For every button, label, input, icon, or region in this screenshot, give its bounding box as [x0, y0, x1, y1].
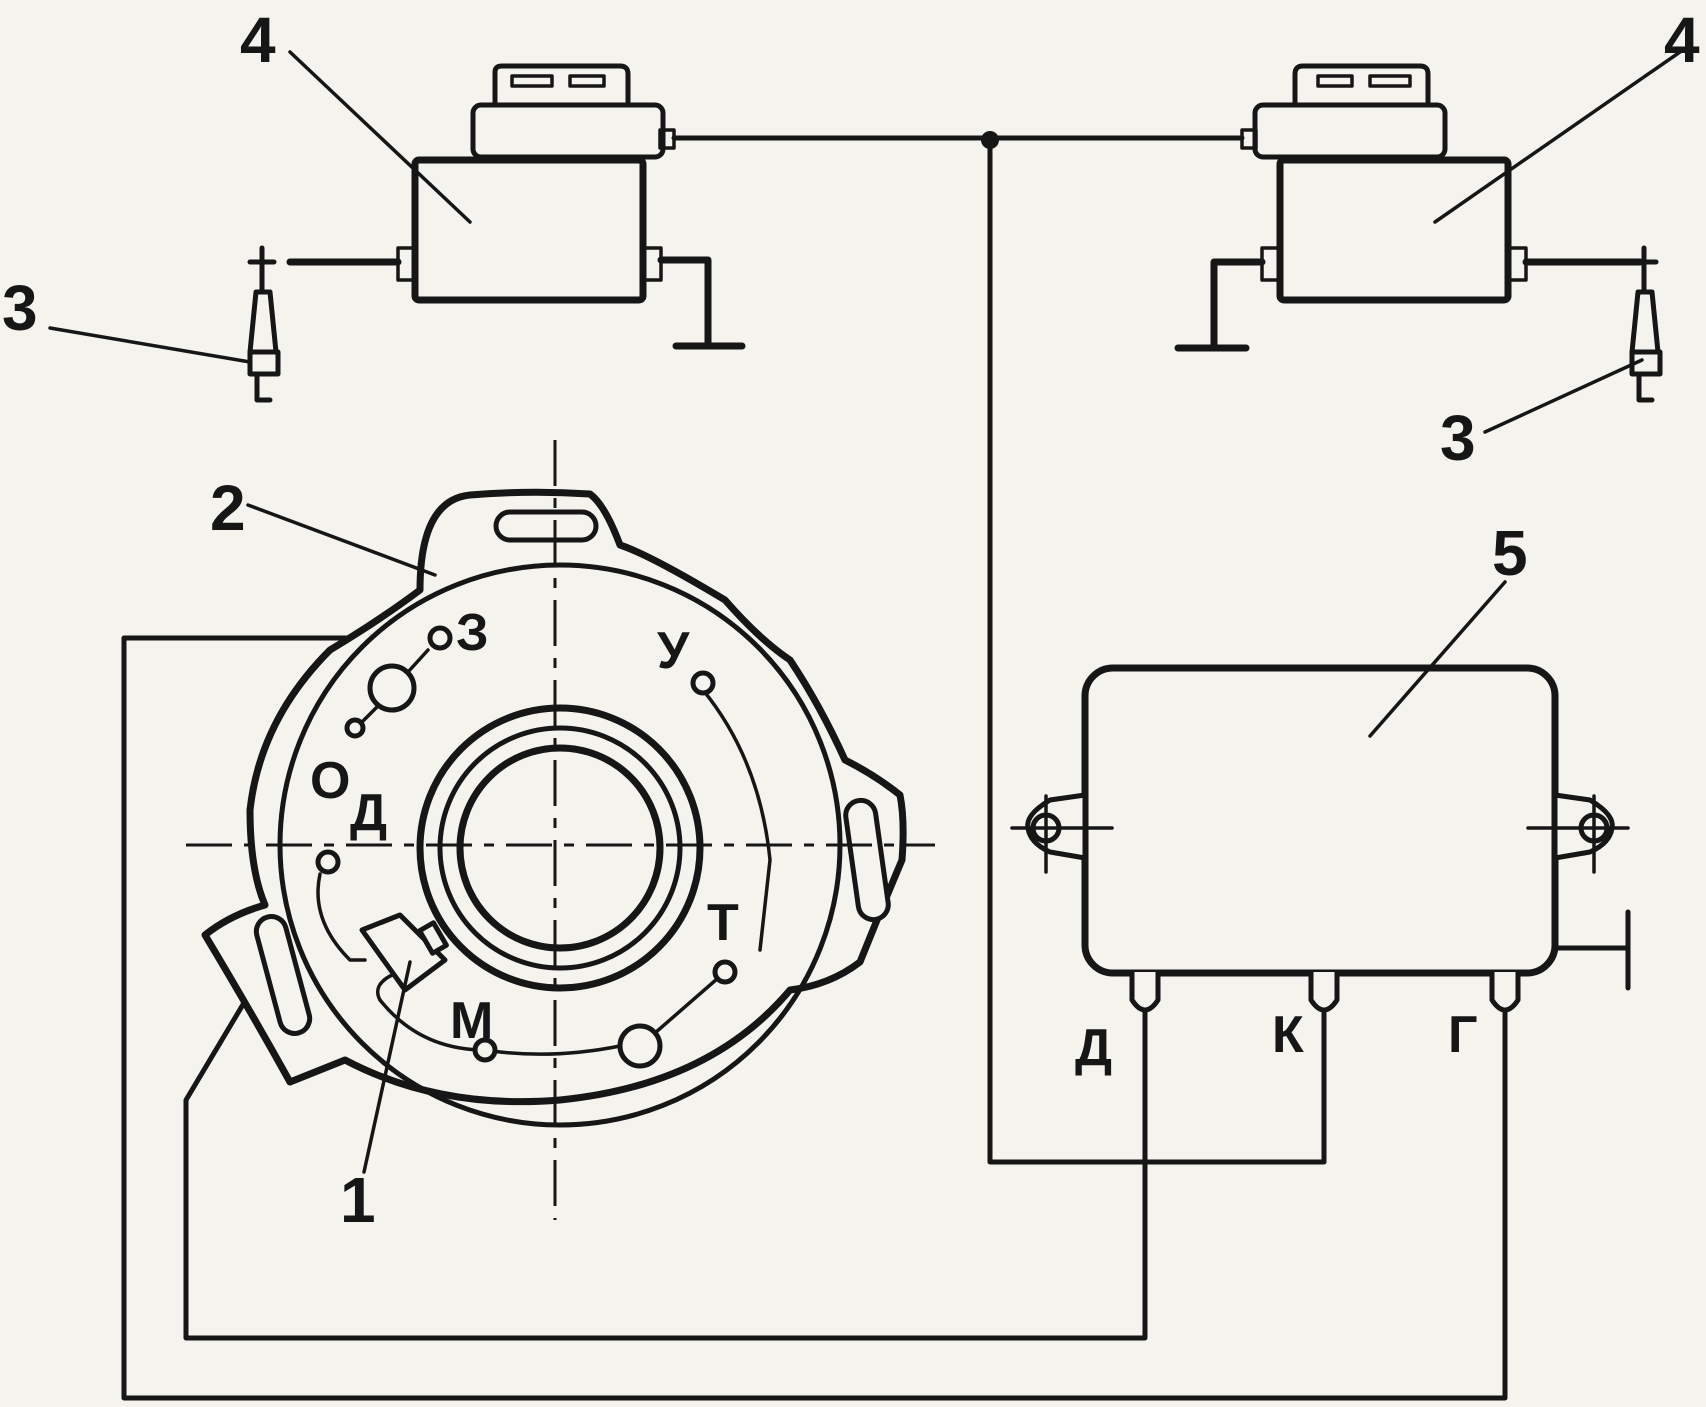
spark-plug-left	[247, 245, 281, 403]
callout-3-right: 3	[1440, 402, 1476, 474]
regulator-k-label: К	[1272, 1006, 1304, 1064]
terminal-o-label: О	[310, 752, 350, 810]
callout-1: 1	[340, 1164, 376, 1236]
terminal-m-label: М	[450, 992, 493, 1050]
callout-4-right: 4	[1664, 4, 1700, 76]
callouts: 4 4 3 3 2 5 1	[2, 4, 1700, 1236]
regulator-terminal-labels: Д К Г	[1075, 1006, 1477, 1077]
regulator-g-label: Г	[1448, 1006, 1477, 1064]
breaker-contact	[359, 912, 449, 1002]
ignition-coil-left	[286, 63, 746, 350]
stator-plate	[186, 440, 935, 1220]
callout-4-left: 4	[240, 4, 276, 76]
voltage-regulator	[1010, 664, 1630, 1013]
callout-3-left: 3	[2, 272, 38, 344]
spark-plug-right	[1629, 245, 1663, 403]
ignition-coil-right	[1174, 63, 1644, 352]
regulator-d-label: Д	[1075, 1019, 1112, 1077]
callout-2: 2	[210, 472, 246, 544]
callout-5: 5	[1492, 517, 1528, 589]
leader-lines	[48, 50, 1682, 1174]
terminal-u-label: У	[657, 622, 690, 680]
terminal-t-label: Т	[707, 894, 739, 952]
terminal-d-label: Д	[350, 784, 387, 842]
stator-terminal-labels: З У О Д Т М	[310, 604, 739, 1050]
wiring	[121, 131, 1631, 1401]
terminal-z-label: З	[456, 604, 489, 662]
